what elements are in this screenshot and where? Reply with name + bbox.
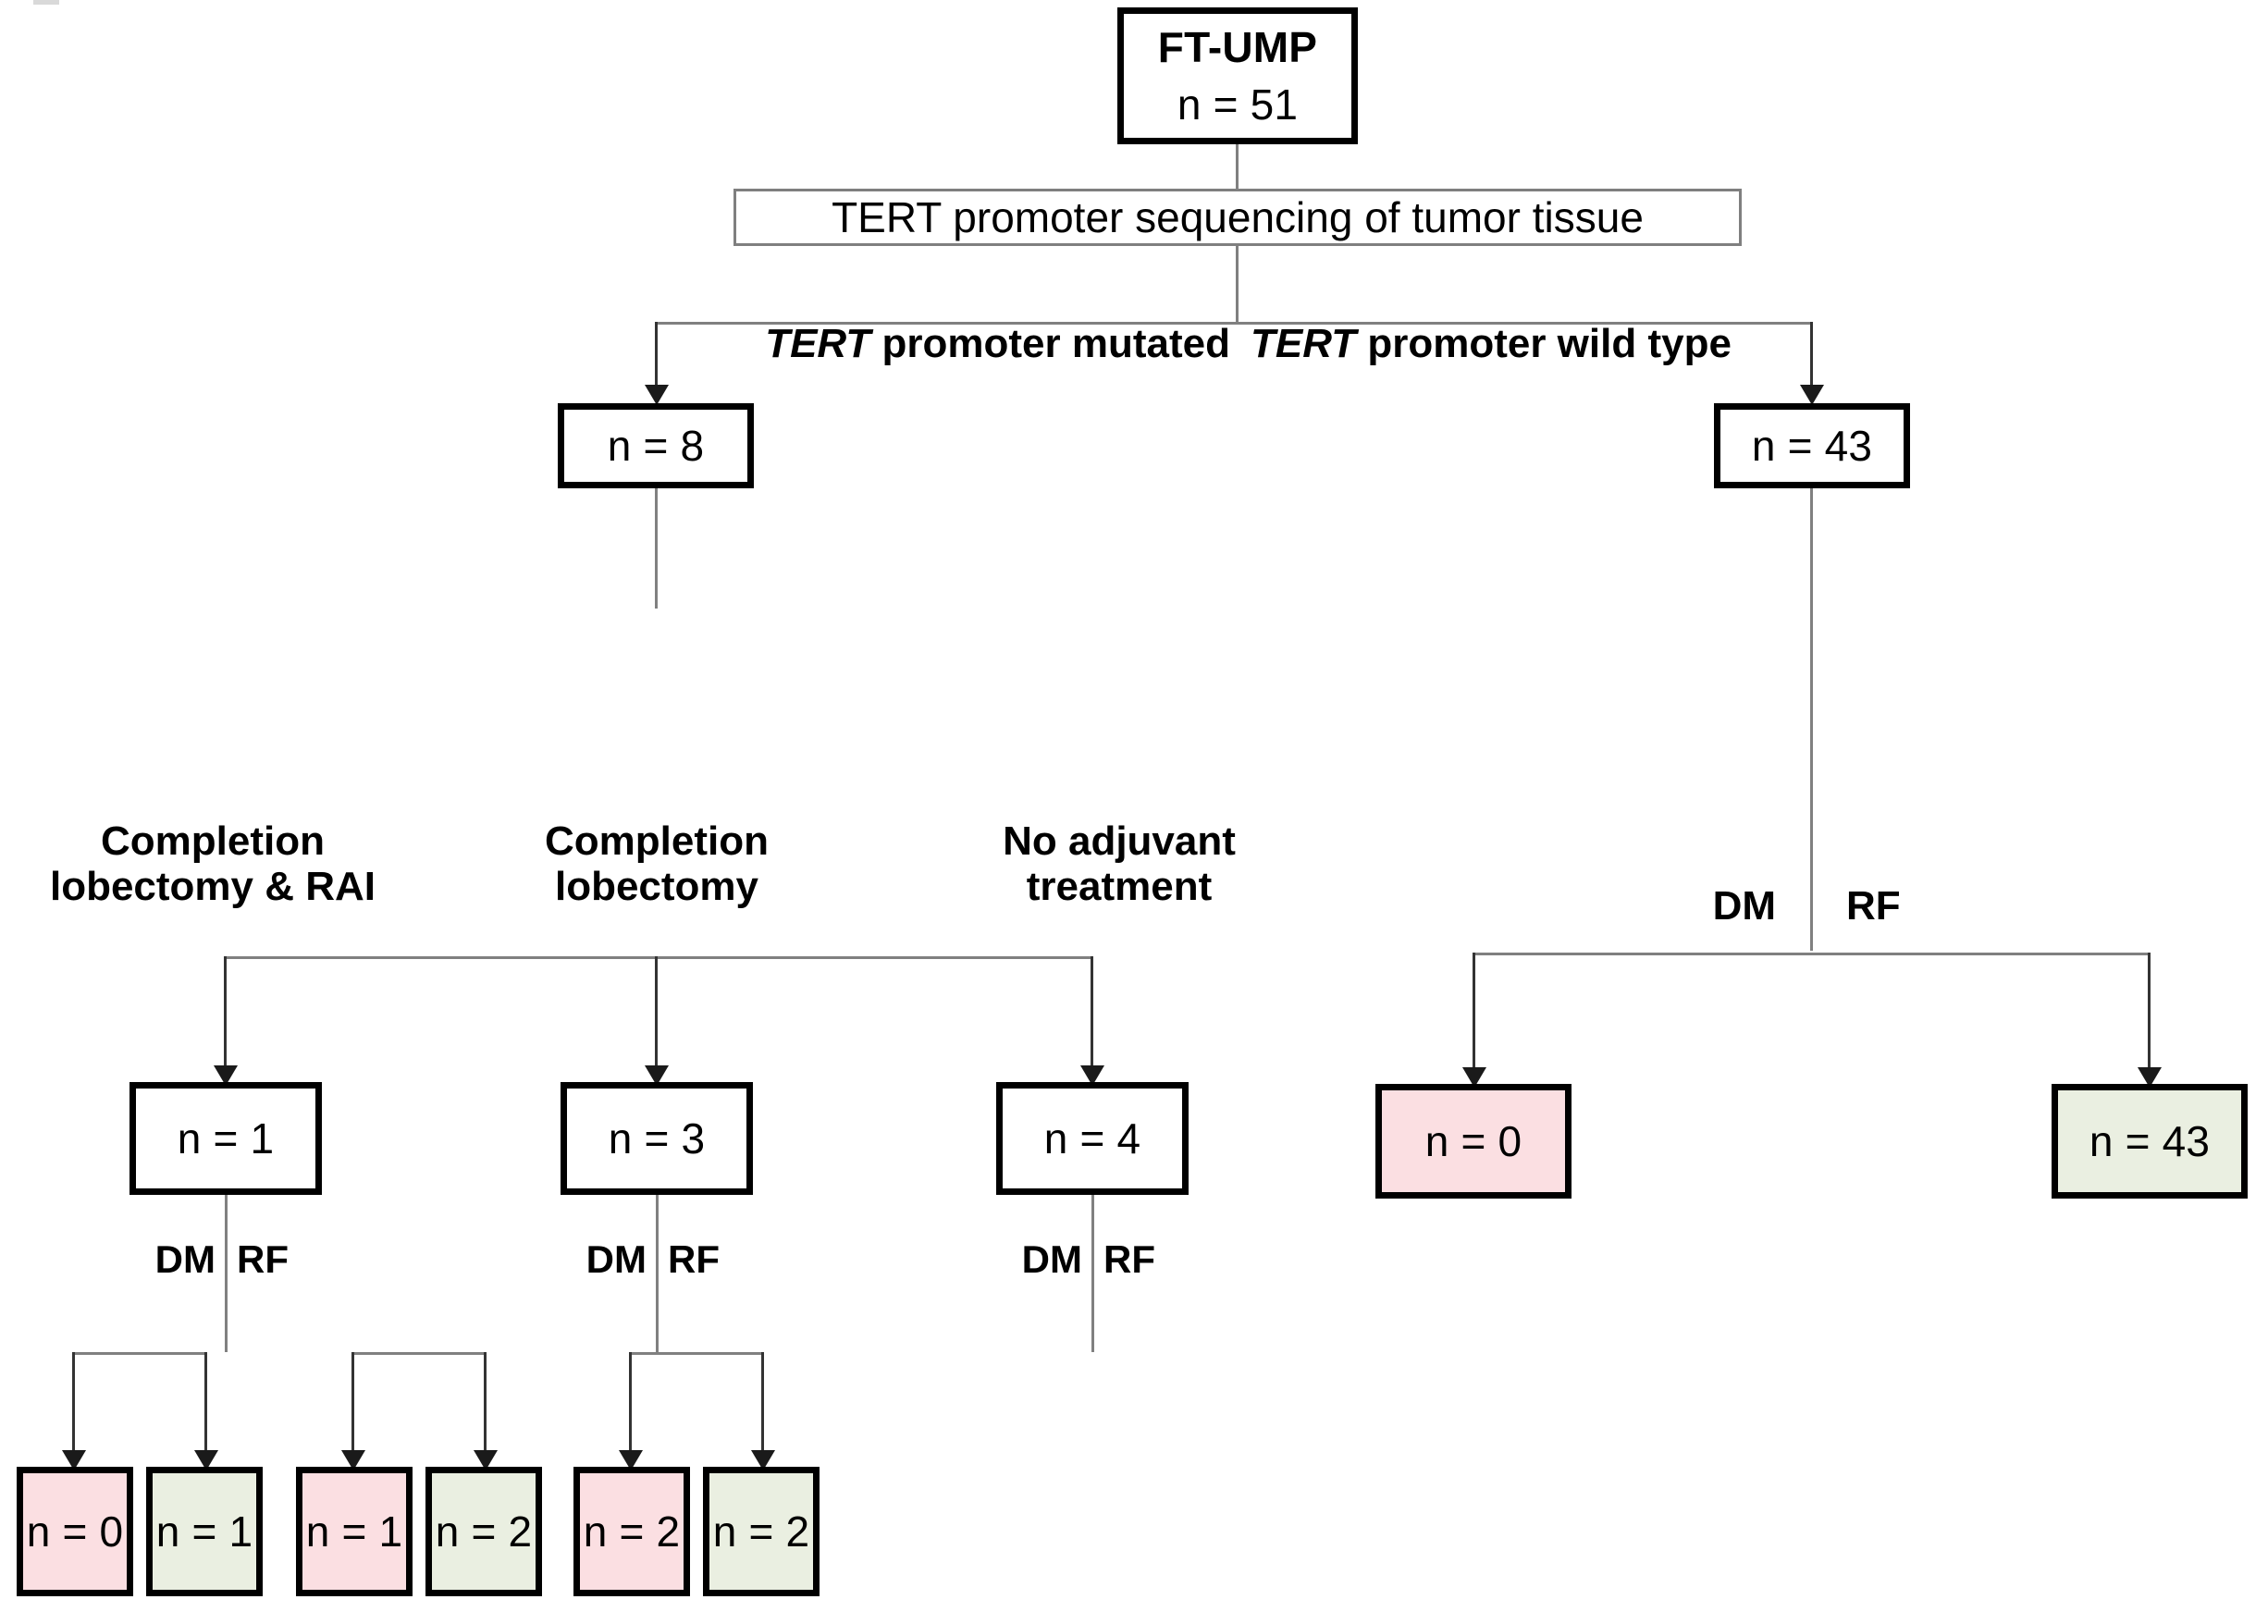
label-dm-1: DM	[585, 1237, 647, 1281]
label-dm-wildtype: DM	[1712, 883, 1776, 929]
label-rf-1: RF	[668, 1237, 720, 1281]
arrow-to-treatment-2	[1080, 1065, 1104, 1086]
bracket-wildtype-horizontal	[1473, 953, 2151, 955]
bracket-wildtype-right-drop	[2148, 953, 2151, 1071]
node-outcome-2: n = 1	[296, 1467, 413, 1596]
label-tert-mutated-rest: promoter mutated	[870, 321, 1230, 367]
bracket-treatment-drop-2	[1091, 956, 1093, 1069]
node-wildtype-outcome-dm-label: n = 0	[1424, 1116, 1522, 1165]
connector-mutated-stem	[655, 488, 658, 609]
arrow-to-outcome-4	[619, 1450, 643, 1470]
node-wildtype-outcome-dm: n = 0	[1375, 1084, 1572, 1199]
bracket-wildtype-left-drop	[1473, 953, 1475, 1071]
arrow-to-mutated	[645, 385, 669, 405]
node-ft-ump: FT-UMP n = 51	[1117, 7, 1358, 144]
node-outcome-5-label: n = 2	[712, 1507, 810, 1556]
node-outcome-0: n = 0	[17, 1467, 133, 1596]
arrow-to-outcome-3	[474, 1450, 498, 1470]
label-dm-2: DM	[1021, 1237, 1082, 1281]
label-tert-wildtype: TERT promoter wild type	[1251, 276, 1898, 367]
node-outcome-3: n = 2	[425, 1467, 542, 1596]
node-wildtype-count-label: n = 43	[1751, 421, 1873, 470]
node-outcome-3-label: n = 2	[435, 1507, 533, 1556]
label-treatment-0: Completion lobectomy & RAI	[49, 818, 376, 910]
label-dm-0: DM	[154, 1237, 216, 1281]
node-wildtype-outcome-rf: n = 43	[2052, 1084, 2248, 1199]
node-outcome-5: n = 2	[703, 1467, 820, 1596]
node-outcome-1-label: n = 1	[155, 1507, 253, 1556]
arrow-to-treatment-1	[645, 1065, 669, 1086]
arrow-to-outcome-2	[341, 1450, 365, 1470]
bracket-split-right-drop	[1810, 322, 1813, 388]
node-outcome-2-label: n = 1	[305, 1507, 403, 1556]
bracket-outcome-1-right-drop	[484, 1352, 487, 1454]
bracket-treatment-drop-1	[655, 956, 658, 1069]
node-treatment-count-1-label: n = 3	[608, 1113, 706, 1163]
bracket-outcome-1-horizontal	[351, 1352, 487, 1355]
arrow-to-outcome-0	[62, 1450, 86, 1470]
label-rf-0: RF	[237, 1237, 289, 1281]
node-ft-ump-label: FT-UMP	[1157, 22, 1318, 71]
label-tert-mutated-gene: TERT	[765, 321, 871, 367]
bracket-treatment-horizontal	[224, 956, 1093, 959]
bracket-outcome-0-right-drop	[204, 1352, 207, 1454]
connector-root-to-process	[1236, 144, 1239, 191]
node-treatment-count-0-label: n = 1	[177, 1113, 275, 1163]
bracket-outcome-0-horizontal	[72, 1352, 207, 1355]
label-rf-2: RF	[1103, 1237, 1155, 1281]
arrow-to-wildtype-rf	[2138, 1067, 2162, 1088]
connector-treatment-1-stem	[656, 1195, 659, 1352]
node-treatment-count-2: n = 4	[996, 1082, 1189, 1195]
label-tert-mutated: TERT promoter mutated	[592, 276, 1230, 367]
node-ft-ump-count: n = 51	[1177, 80, 1299, 129]
bracket-outcome-1-left-drop	[351, 1352, 354, 1454]
label-treatment-1: Completion lobectomy	[545, 818, 769, 910]
node-outcome-0-label: n = 0	[26, 1507, 124, 1556]
node-outcome-1: n = 1	[146, 1467, 263, 1596]
node-sequencing-label: TERT promoter sequencing of tumor tissue	[832, 192, 1644, 241]
arrow-to-outcome-1	[194, 1450, 218, 1470]
node-wildtype-count: n = 43	[1714, 403, 1910, 488]
node-outcome-4-label: n = 2	[583, 1507, 681, 1556]
node-treatment-count-0: n = 1	[129, 1082, 322, 1195]
label-treatment-2: No adjuvant treatment	[1003, 818, 1236, 910]
label-rf-wildtype: RF	[1846, 883, 1901, 929]
arrow-to-wildtype	[1800, 385, 1824, 405]
bracket-outcome-0-left-drop	[72, 1352, 75, 1454]
arrow-to-treatment-0	[214, 1065, 238, 1086]
bracket-split-horizontal	[655, 322, 1813, 325]
connector-process-to-split	[1236, 246, 1239, 322]
connector-treatment-0-stem	[225, 1195, 228, 1352]
bracket-split-left-drop	[655, 322, 658, 388]
label-tert-wildtype-gene: TERT	[1251, 321, 1357, 367]
label-tert-wildtype-rest: promoter wild type	[1356, 321, 1732, 367]
connector-wildtype-stem	[1810, 488, 1813, 951]
bracket-outcome-2-left-drop	[629, 1352, 632, 1454]
arrow-to-wildtype-dm	[1462, 1067, 1486, 1088]
node-treatment-count-2-label: n = 4	[1043, 1113, 1141, 1163]
bracket-treatment-drop-0	[224, 956, 227, 1069]
connector-treatment-2-stem	[1091, 1195, 1094, 1352]
bracket-outcome-2-horizontal	[629, 1352, 764, 1355]
node-sequencing: TERT promoter sequencing of tumor tissue	[733, 189, 1742, 246]
bracket-outcome-2-right-drop	[761, 1352, 764, 1454]
corner-artifact	[33, 0, 59, 5]
node-wildtype-outcome-rf-label: n = 43	[2089, 1116, 2211, 1165]
arrow-to-outcome-5	[751, 1450, 775, 1470]
node-mutated-count-label: n = 8	[607, 421, 705, 470]
node-treatment-count-1: n = 3	[561, 1082, 753, 1195]
node-mutated-count: n = 8	[558, 403, 754, 488]
node-outcome-4: n = 2	[573, 1467, 690, 1596]
